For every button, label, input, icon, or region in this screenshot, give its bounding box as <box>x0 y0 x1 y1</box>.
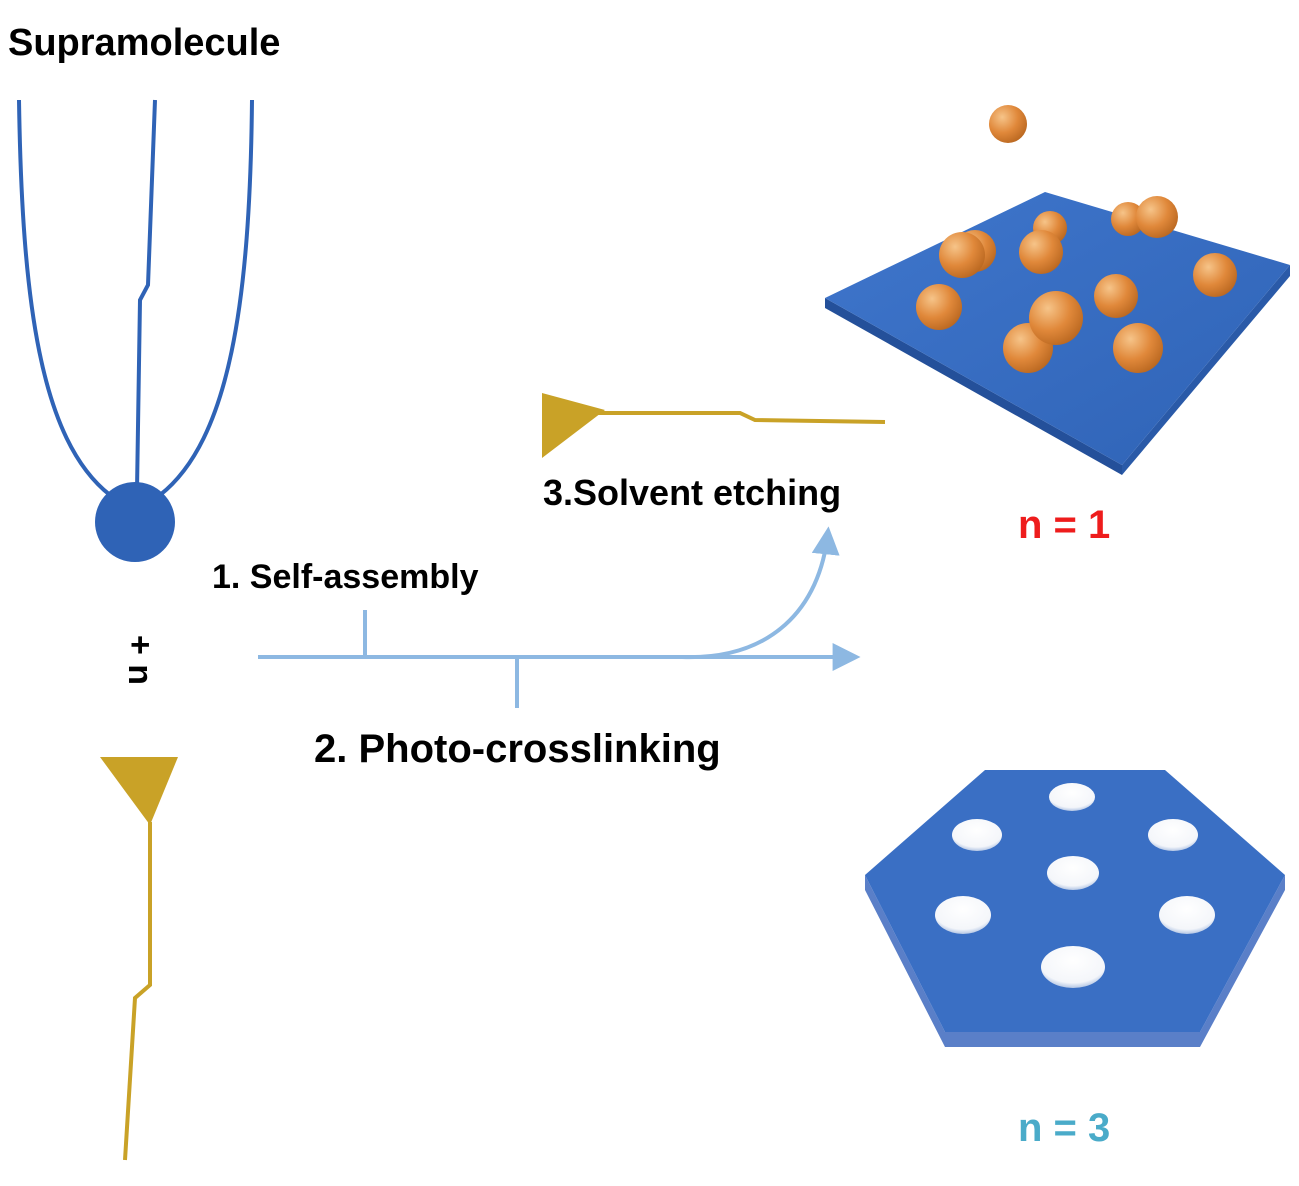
gold-molecule <box>100 757 178 1161</box>
released-gold-chain <box>598 411 886 424</box>
step-photo-crosslinking-label: 2. Photo-crosslinking <box>314 727 721 771</box>
n1-label: n = 1 <box>1018 503 1111 547</box>
sphere <box>916 284 962 330</box>
supramolecule-structure <box>17 99 254 562</box>
sphere <box>1193 253 1237 297</box>
gold-triangle-head <box>100 757 178 825</box>
pore <box>935 896 991 934</box>
plus-n-label: + n <box>121 635 159 686</box>
step-self-assembly-label: 1. Self-assembly <box>212 558 479 596</box>
n3-label: n = 3 <box>1018 1106 1111 1150</box>
released-gold-molecule <box>542 393 886 458</box>
sphere <box>1136 196 1178 238</box>
n1-film-side-right <box>1122 265 1290 475</box>
pore <box>1041 946 1105 988</box>
solvent-etching-branch-arrow <box>681 526 840 660</box>
step-solvent-etching-label: 3.Solvent etching <box>543 472 842 513</box>
sphere <box>1113 323 1163 373</box>
pore <box>1047 856 1099 890</box>
sphere <box>1111 202 1145 236</box>
gold-chain <box>123 822 152 1161</box>
released-gold-triangle <box>542 393 605 458</box>
pore <box>1148 819 1198 851</box>
polymer-chain-center <box>135 99 157 491</box>
process-arrows <box>258 526 861 708</box>
pore <box>1049 783 1095 811</box>
sphere <box>1019 230 1063 274</box>
polymer-chain-left <box>17 99 112 497</box>
polymer-chain-right <box>158 99 254 497</box>
sphere <box>989 105 1027 143</box>
sphere <box>1029 291 1083 345</box>
pore <box>952 819 1002 851</box>
polymer-head-sphere <box>95 482 175 562</box>
n1-film-with-spheres <box>825 105 1290 475</box>
sphere <box>939 232 985 278</box>
n3-porous-film <box>865 770 1285 1047</box>
pore <box>1159 896 1215 934</box>
diagram-title: Supramolecule <box>8 22 281 64</box>
n1-film-side <box>825 298 1122 475</box>
sphere <box>1094 274 1138 318</box>
